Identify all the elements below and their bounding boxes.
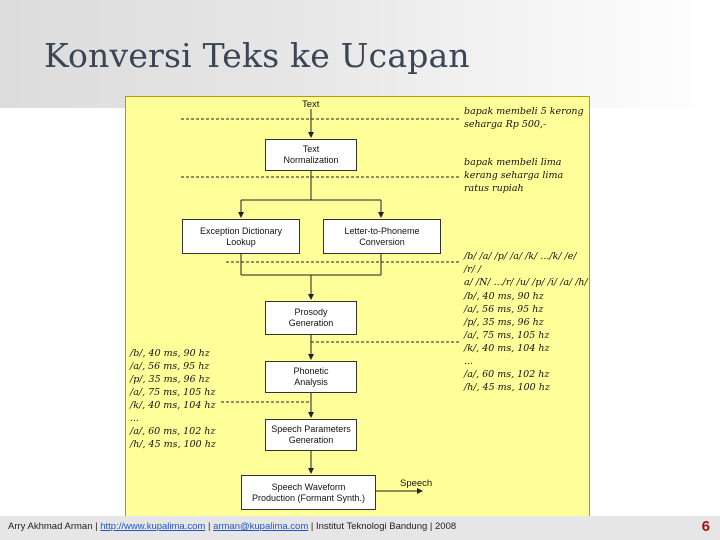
prosody-right-note: /b/, 40 ms, 90 hz /a/, 56 ms, 95 hz /p/,… <box>464 291 550 393</box>
speech-parameters-box: Speech Parameters Generation <box>265 419 357 451</box>
prosody-generation-box: Prosody Generation <box>265 301 357 335</box>
page-number: 6 <box>701 518 710 535</box>
raw-text-note: bapak membeli 5 kerong seharga Rp 500,- <box>464 106 584 130</box>
tts-pipeline-diagram: Text Speech Text Normalization Exception… <box>125 96 590 524</box>
letter-to-phoneme-box: Letter-to-Phoneme Conversion <box>323 219 441 254</box>
phonetic-analysis-box: Phonetic Analysis <box>265 361 357 393</box>
footer-institution: | Institut Teknologi Bandung | 2008 <box>308 521 457 532</box>
prosody-left-note: /b/, 40 ms, 90 hz /a/, 56 ms, 95 hz /p/,… <box>130 348 216 450</box>
text-normalization-box: Text Normalization <box>265 139 357 171</box>
normalized-text-note: bapak membeli lima kerang seharga lima r… <box>464 157 564 194</box>
footer-author: Arry Akhmad Arman | <box>8 521 101 532</box>
connector-lines <box>181 109 461 494</box>
title-band <box>0 0 720 108</box>
phoneme-note: /b/ /a/ /p/ /a/ /k/ .../k/ /e/ /r/ / a/ … <box>464 251 588 288</box>
speech-waveform-box: Speech Waveform Production (Formant Synt… <box>241 475 376 510</box>
slide-title: Konversi Teks ke Ucapan <box>44 36 470 75</box>
output-speech-label: Speech <box>400 478 433 489</box>
footer-website-link[interactable]: http://www.kupalima.com <box>100 521 206 532</box>
input-text-label: Text <box>302 99 320 110</box>
exception-dictionary-box: Exception Dictionary Lookup <box>182 219 300 254</box>
footer-separator: | <box>205 521 214 532</box>
footer-credits: Arry Akhmad Arman | http://www.kupalima.… <box>8 521 456 532</box>
footer-bar: Arry Akhmad Arman | http://www.kupalima.… <box>0 516 720 540</box>
footer-email-link[interactable]: arman@kupalima.com <box>213 521 309 532</box>
